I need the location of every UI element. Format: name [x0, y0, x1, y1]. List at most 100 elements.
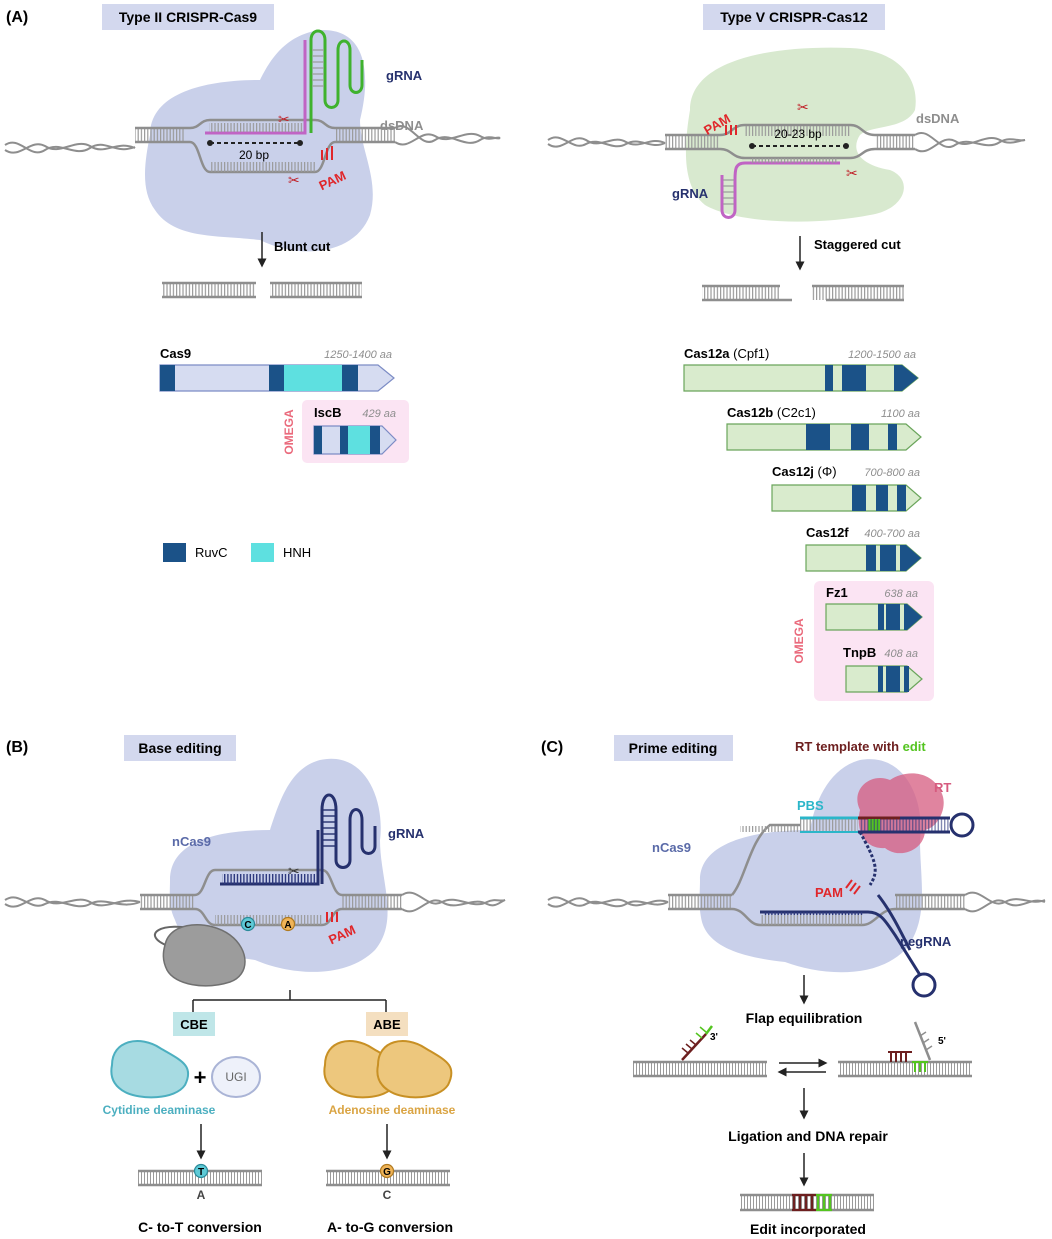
cas12b-domain-bar	[726, 423, 922, 451]
cas12j-size: 700-800 aa	[864, 467, 920, 479]
panel-a-cas12: Type V CRISPR-Cas12	[547, 4, 1026, 701]
ugi-label: UGI	[225, 1070, 246, 1084]
pegrna-label: pegRNA	[900, 934, 952, 949]
t-base-label: T	[198, 1167, 204, 1178]
rt-label: RT	[934, 780, 951, 795]
cas12-spacer-label: 20-23 bp	[774, 127, 822, 141]
flap-right-dna	[838, 1021, 972, 1078]
cas9-domain-bar	[159, 364, 395, 392]
cas12-grna	[720, 158, 840, 219]
cas12a-domain-bar	[683, 364, 919, 392]
pegrna-scaffold	[760, 831, 937, 998]
a-pair-label: A	[197, 1188, 206, 1202]
panel-b-label: (B)	[6, 739, 28, 756]
prime-editing-title: Prime editing	[629, 740, 718, 756]
rt-enzyme	[857, 773, 944, 854]
prime-editing-title-box	[614, 735, 733, 761]
base-c-marker	[240, 916, 256, 932]
cas12-omega-label: OMEGA	[792, 618, 806, 664]
iscb-omega-label: OMEGA	[282, 409, 296, 455]
base-c-label: C	[244, 920, 251, 931]
panel-b: (B) Base editing	[4, 735, 506, 1235]
tnpb-name: TnpB	[843, 645, 876, 660]
iscb-size: 429 aa	[362, 408, 396, 420]
rt-template-label: RT template with edit	[795, 739, 926, 754]
prime-ncas9-label: nCas9	[652, 840, 691, 855]
hnh-legend-label: HNH	[283, 545, 311, 560]
panel-a-label: (A)	[6, 9, 28, 26]
fz1-name: Fz1	[826, 585, 848, 600]
abe-result-dna	[326, 1169, 450, 1187]
blunt-cut-dna	[162, 281, 362, 299]
adenosine-deaminase-label: Adenosine deaminase	[329, 1103, 456, 1117]
fz1-domain-bar	[825, 603, 923, 631]
base-grna-label: gRNA	[388, 826, 425, 841]
base-a-label: A	[284, 920, 291, 931]
ruvc-legend-label: RuvC	[195, 545, 228, 560]
flap-left-dna	[633, 1025, 767, 1078]
cas12j-domain-bar	[771, 484, 922, 512]
cas9-dsdna	[4, 118, 501, 174]
cas9-protein-blob	[145, 29, 373, 252]
scissors-icon: ✂	[288, 863, 300, 879]
c-pair-label: C	[383, 1188, 392, 1202]
tnpb-size: 408 aa	[884, 648, 918, 660]
edit-incorporated-label: Edit incorporated	[750, 1221, 866, 1237]
scissors-icon: ✂	[288, 172, 300, 188]
panel-c-label: (C)	[541, 739, 563, 756]
panel-c: (C) Prime editing RT template with edit …	[541, 735, 1046, 1237]
cas12-title: Type V CRISPR-Cas12	[720, 9, 868, 25]
g-base-label: G	[383, 1167, 391, 1178]
base-editing-grna	[220, 793, 377, 886]
cas9-spacer-label: 20 bp	[239, 148, 269, 162]
deaminase-protein	[162, 924, 246, 987]
base-ncas9-label: nCas9	[172, 834, 211, 849]
adenosine-deaminase-shape-2	[376, 1040, 453, 1099]
cas12a-size: 1200-1500 aa	[848, 349, 916, 361]
abe-box	[366, 1012, 408, 1036]
cas9-grna	[205, 29, 364, 135]
scissors-icon: ✂	[846, 165, 858, 181]
g-base-marker	[379, 1163, 395, 1179]
scissors-icon: ✂	[278, 111, 290, 127]
cas9-dsdna-label: dsDNA	[380, 118, 424, 133]
cas12-dsdna-label: dsDNA	[916, 111, 960, 126]
blunt-cut-label: Blunt cut	[274, 239, 331, 254]
a-to-g-label: A- to-G conversion	[327, 1219, 453, 1235]
abe-label: ABE	[373, 1017, 401, 1032]
cas12a-name: Cas12a (Cpf1)	[684, 346, 769, 361]
cytidine-deaminase-label: Cytidine deaminase	[103, 1103, 216, 1117]
cas9-size: 1250-1400 aa	[324, 349, 392, 361]
base-editing-title: Base editing	[138, 740, 221, 756]
base-editing-title-box	[124, 735, 236, 761]
cas12-grna-label: gRNA	[672, 186, 709, 201]
plus-sign: +	[194, 1065, 207, 1090]
staggered-cut-label: Staggered cut	[814, 237, 901, 252]
pbs-label: PBS	[797, 798, 824, 813]
five-prime-label: 5'	[938, 1036, 946, 1047]
cytidine-deaminase-shape	[110, 1040, 190, 1099]
three-prime-label: 3'	[710, 1032, 718, 1043]
staggered-cut-dna	[702, 284, 904, 302]
equilibrium-arrows	[777, 1058, 828, 1077]
c-to-t-label: C- to-T conversion	[138, 1219, 262, 1235]
cas12j-name: Cas12j (Φ)	[772, 464, 837, 479]
prime-pam-label: PAM	[815, 885, 843, 900]
ugi-shape	[211, 1056, 261, 1098]
cas9-title-box	[102, 4, 274, 30]
scissors-icon: ✂	[797, 99, 809, 115]
tnpb-domain-bar	[845, 665, 923, 693]
ruvc-legend-swatch	[163, 543, 186, 562]
ligation-label: Ligation and DNA repair	[728, 1128, 888, 1144]
branch-connector	[192, 990, 387, 1012]
cas9-grna-label: gRNA	[386, 68, 423, 83]
prime-editing-dsdna	[547, 823, 1046, 927]
edited-dna	[740, 1193, 874, 1212]
base-a-marker	[280, 916, 296, 932]
t-base-marker	[193, 1163, 209, 1179]
cas12f-name: Cas12f	[806, 525, 849, 540]
fz1-size: 638 aa	[884, 588, 918, 600]
cas12b-size: 1100 aa	[881, 408, 920, 420]
iscb-domain-bar	[313, 425, 397, 455]
panel-a: (A) Type II CRISPR-Cas9	[4, 4, 501, 562]
